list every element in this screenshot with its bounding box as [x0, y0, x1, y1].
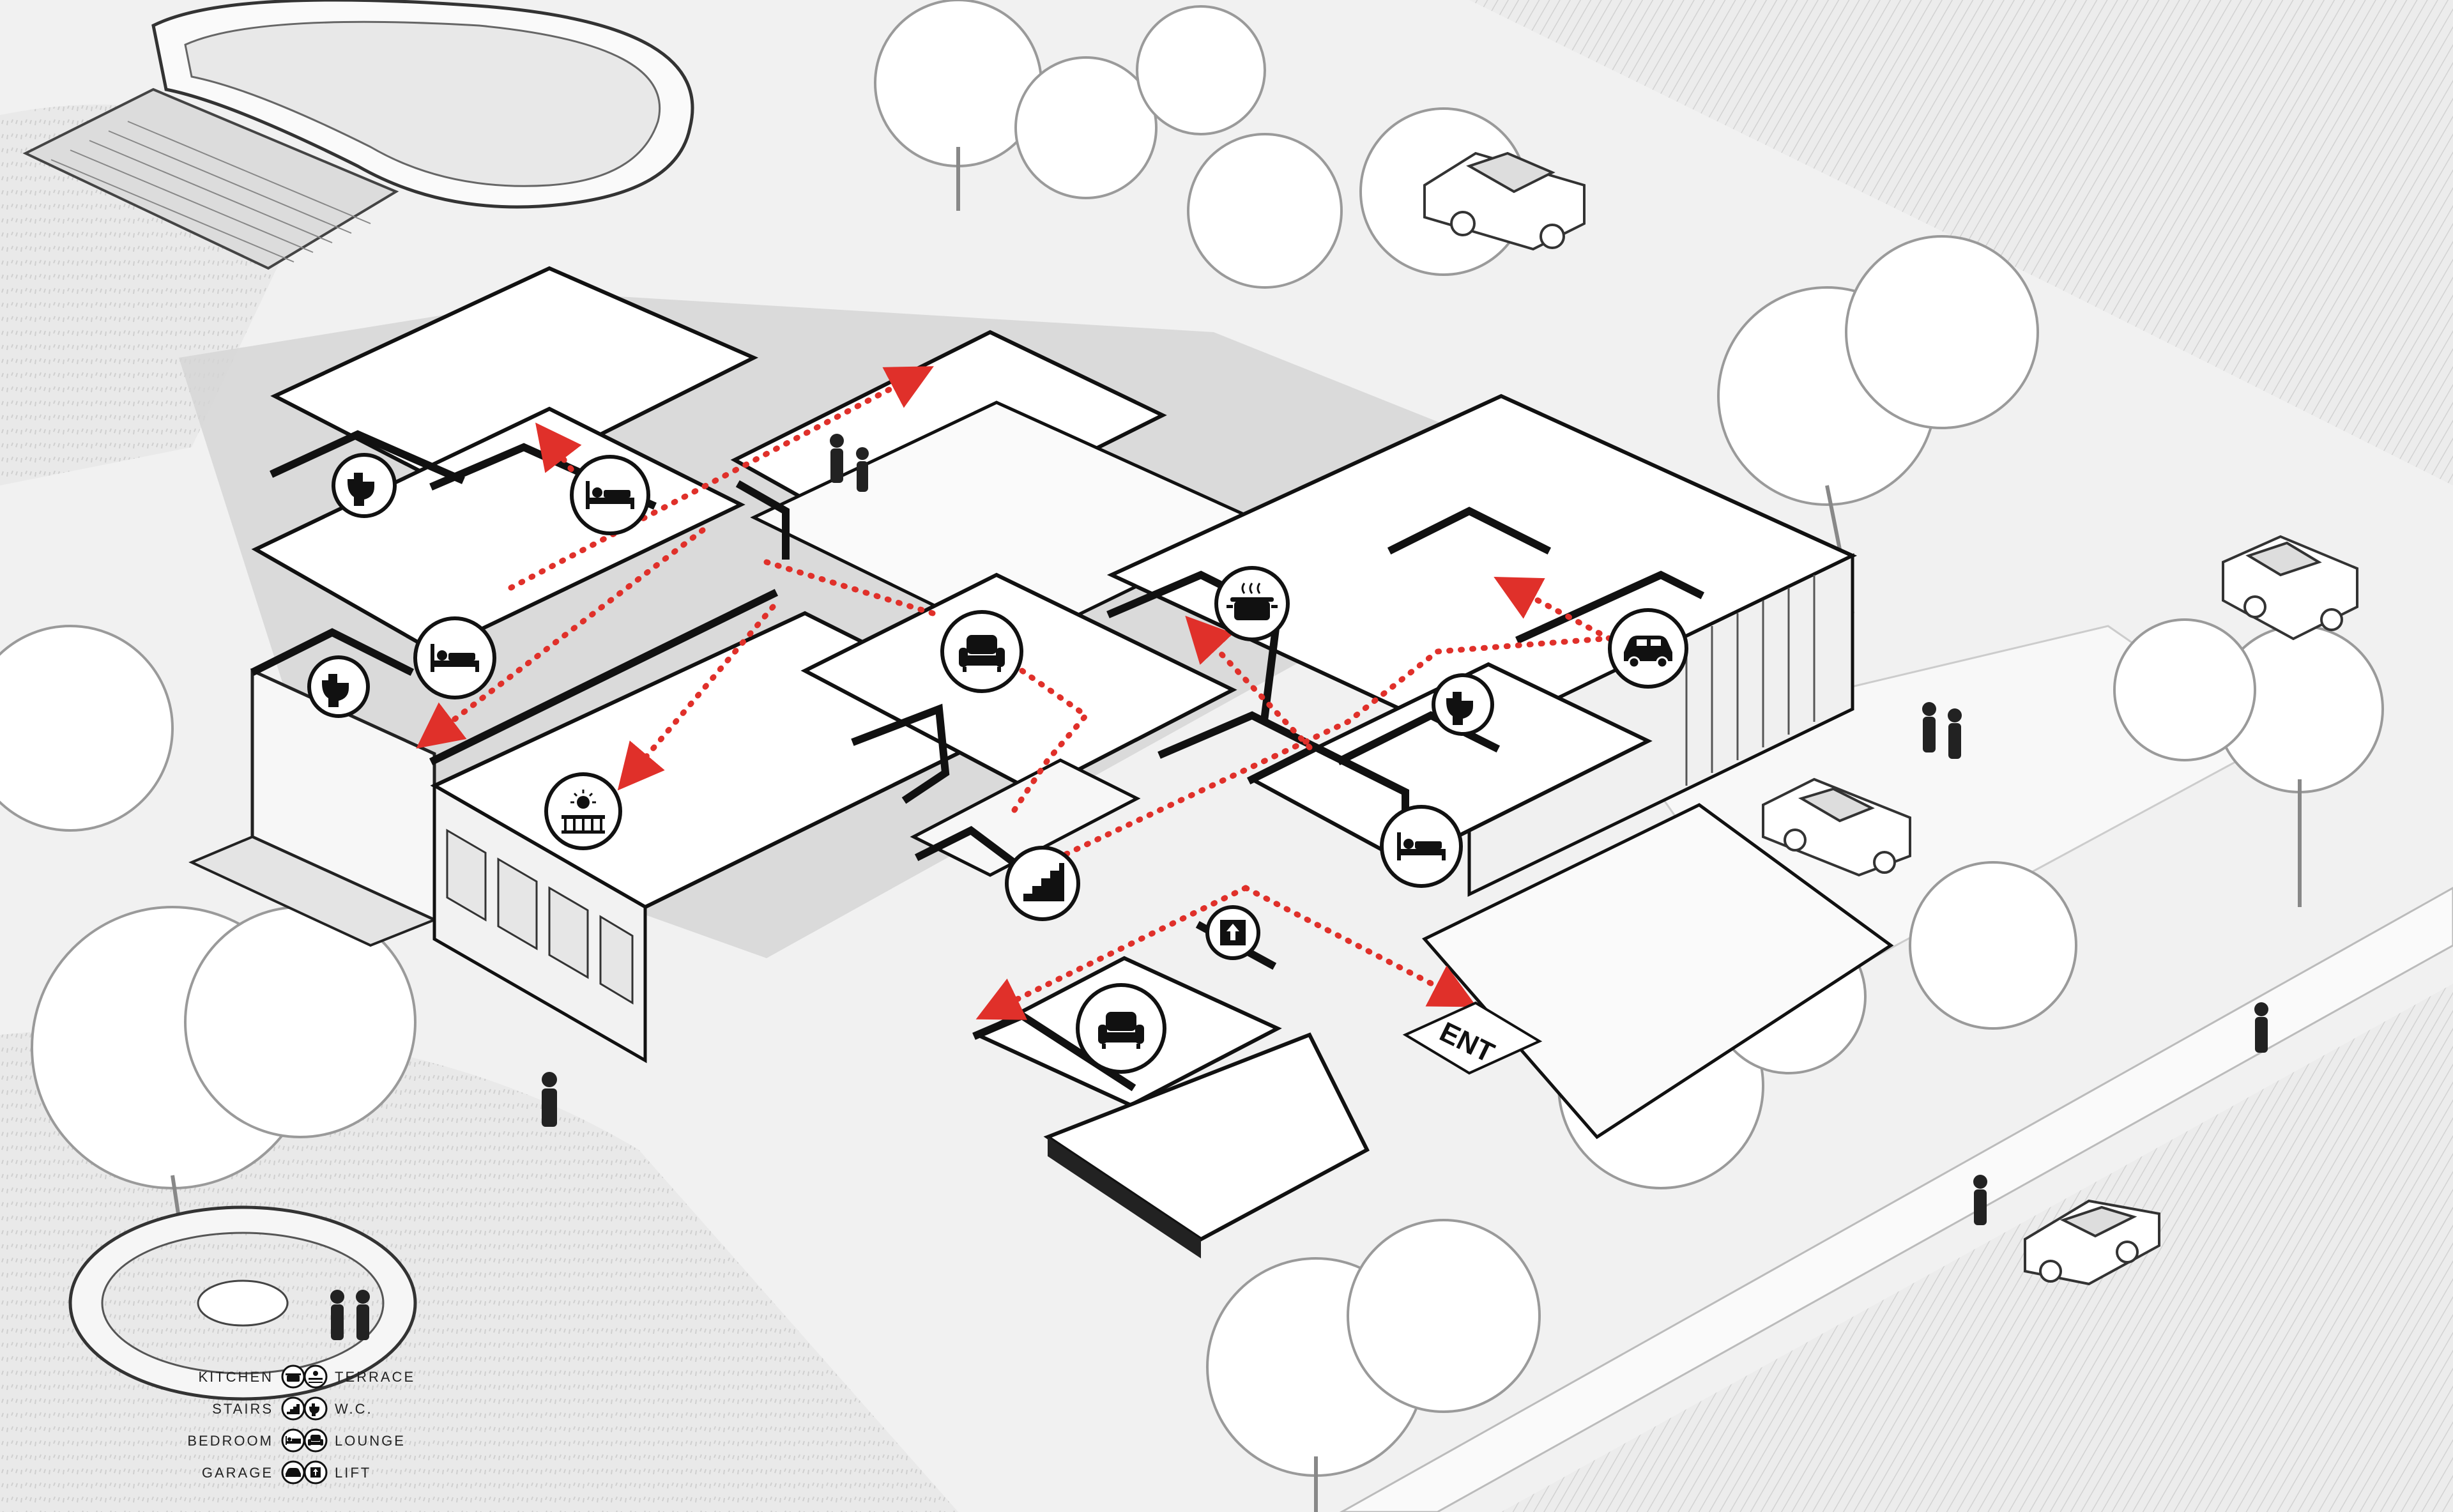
road-hatch-top	[1469, 0, 2453, 485]
path-to-kitchen	[1185, 615, 1313, 751]
bedroom-icon-upper	[570, 455, 650, 535]
armchair-icon	[1098, 1012, 1144, 1049]
legend-garage-icon	[281, 1460, 305, 1485]
lift-icon-plan	[1205, 905, 1260, 960]
legend-label-garage: GARAGE	[202, 1465, 273, 1481]
path-to-wc	[1494, 577, 1613, 642]
toilet-icon	[1446, 692, 1473, 725]
round-planter	[68, 1205, 417, 1401]
path-to-lower-lounge	[975, 885, 1249, 1020]
terrace-icon	[562, 790, 605, 834]
car-pickup	[2222, 535, 2358, 641]
kitchen-icon-plan	[1214, 566, 1290, 641]
lower-deck	[1043, 1032, 1370, 1242]
bedroom-icon-right	[1380, 805, 1463, 888]
lower-deck-edge	[1048, 1137, 1201, 1258]
legend-label-terrace: TERRACE	[335, 1369, 415, 1385]
swimming-pool	[151, 0, 694, 209]
stair-hall	[910, 758, 1141, 877]
terrace-front	[432, 783, 647, 1064]
garage-icon-plan	[1608, 608, 1688, 689]
legend-label-bedroom: BEDROOM	[187, 1433, 273, 1449]
garage-front	[1467, 553, 1854, 897]
path-lounge-to-stairs	[1006, 668, 1090, 821]
legend-lift-icon	[303, 1460, 328, 1485]
legend-label-kitchen: KITCHEN	[198, 1369, 273, 1385]
entrance-porch	[1421, 803, 1894, 1140]
legend-label-stairs: STAIRS	[212, 1401, 273, 1417]
bed-icon	[431, 644, 479, 672]
path-bedroom-to-upper-terrace	[508, 366, 934, 591]
car-icon	[1624, 636, 1672, 669]
lounge-icon-lower	[1076, 983, 1166, 1074]
circulation-paths	[416, 366, 1613, 1020]
wc-icon-lower	[307, 655, 370, 718]
wc-icon-upper	[332, 453, 397, 518]
legend-label-lift: LIFT	[335, 1465, 371, 1481]
trees	[0, 0, 2384, 1477]
road-hatch-bottom	[1501, 984, 2453, 1512]
stairs-icon	[1023, 863, 1064, 901]
lounge-icon-upper	[940, 610, 1023, 693]
path-to-entrance	[1242, 885, 1478, 1007]
toilet-icon	[348, 473, 374, 506]
lift-icon	[1220, 920, 1246, 945]
sidewalk	[1339, 887, 2453, 1512]
wc-icon-right	[1432, 673, 1494, 736]
pool-deck	[22, 88, 399, 270]
car-street	[2024, 1199, 2160, 1286]
legend-lounge-icon	[303, 1428, 328, 1453]
armchair-icon	[959, 635, 1005, 672]
legend-bedroom-icon	[281, 1428, 305, 1453]
legend-label-lounge: LOUNGE	[335, 1433, 406, 1449]
stairs-icon-plan	[1005, 846, 1080, 921]
path-to-bedroom-lower	[416, 527, 706, 749]
bedroom-right-floor	[1248, 662, 1653, 865]
legend-wc-icon	[303, 1396, 328, 1421]
lounge-floor	[800, 572, 1237, 795]
bedroom-icon-lower	[413, 616, 496, 699]
legend-terrace-icon	[303, 1364, 328, 1389]
bed-icon	[1397, 832, 1446, 860]
left-wing-roof	[270, 266, 759, 501]
legend-stairs-icon	[281, 1396, 305, 1421]
legend-label-wc: W.C.	[335, 1401, 373, 1417]
people	[330, 434, 2268, 1340]
car-top	[1423, 151, 1586, 251]
cooking-pot-icon	[1226, 583, 1278, 620]
terrace-windows	[446, 829, 634, 1005]
path-stairs-to-garage	[1032, 636, 1607, 872]
garage-slats	[1685, 575, 1815, 786]
path-to-terrace	[617, 604, 776, 791]
terrace-icon-plan	[544, 772, 622, 850]
bed-icon	[586, 481, 634, 509]
legend: KITCHEN TERRACE STAIRS W.C. BEDROOM	[187, 1364, 415, 1485]
entrance-marker: ENT	[1402, 1001, 1543, 1075]
legend-kitchen-icon	[281, 1364, 305, 1389]
toilet-icon	[322, 674, 349, 707]
car-driveway	[1762, 777, 1911, 877]
